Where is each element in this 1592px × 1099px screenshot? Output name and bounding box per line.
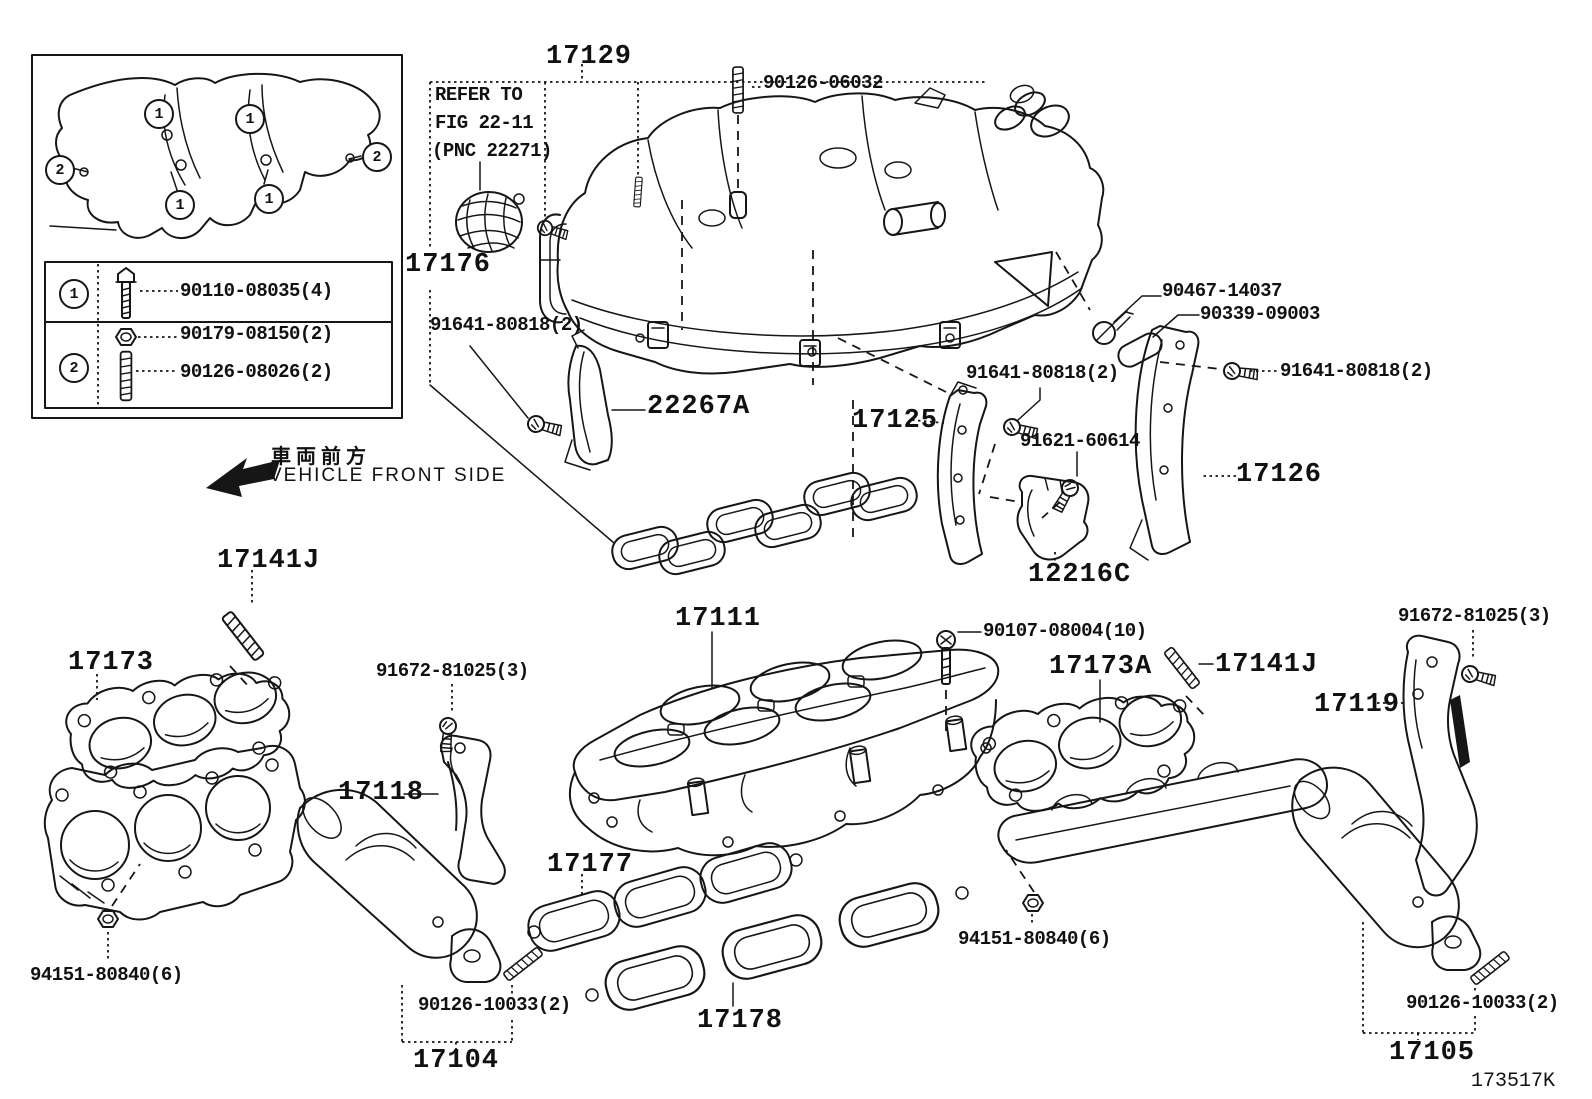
- strut-17126-drawing: [1129, 325, 1200, 561]
- part-label-17176: 17176: [405, 250, 492, 280]
- part-label-17126: 17126: [1236, 460, 1323, 490]
- part-label-90126-10033-right: 90126-10033(2): [1406, 992, 1559, 1014]
- part-label-94151-left: 94151-80840(6): [30, 964, 183, 986]
- part-label-90107: 90107-08004(10): [983, 620, 1147, 642]
- small-stud-icon: [633, 176, 643, 208]
- part-label-91641-mid: 91641-80818(2): [966, 362, 1119, 384]
- part-label-91641-left: 91641-80818(2): [430, 314, 583, 336]
- flange-bolt-icon: [115, 267, 137, 319]
- nut-94151-left-icon: [97, 910, 119, 928]
- part-label-17118: 17118: [338, 778, 425, 808]
- stud-17141J-left-icon: [220, 610, 266, 662]
- bracket-17118-drawing: [440, 734, 506, 885]
- insulator-12216C-drawing: [1016, 474, 1090, 561]
- part-label-17173: 17173: [68, 648, 155, 678]
- exhaust-manifold-17105-drawing: [997, 758, 1482, 971]
- bolt-90107-icon: [936, 630, 956, 735]
- screw-90467-icon: [1092, 310, 1134, 345]
- nut-94151-right-icon: [1022, 894, 1044, 912]
- legend-part-90126-08026: 90126-08026(2): [180, 361, 333, 383]
- stud-90126-10033-right-icon: [1469, 950, 1511, 986]
- part-label-91672-left: 91672-81025(3): [376, 660, 529, 682]
- stud-90126-06032-icon: [732, 66, 744, 114]
- part-label-17119: 17119: [1314, 690, 1401, 720]
- legend-part-90110: 90110-08035(4): [180, 280, 333, 302]
- plug-cap-icon: [729, 191, 747, 219]
- grommet-22271: [455, 161, 525, 253]
- note-line-2: FIG 22-11: [435, 112, 534, 134]
- part-label-94151-right: 94151-80840(6): [958, 928, 1111, 950]
- bolt-91641-left-icon: [525, 413, 565, 440]
- nut-icon: [115, 328, 137, 346]
- callout-1: 1: [165, 190, 195, 220]
- callout-1: 1: [144, 99, 174, 129]
- part-label-22267A: 22267A: [647, 392, 751, 422]
- part-label-17104: 17104: [413, 1046, 500, 1076]
- stud-17141J-right-icon: [1163, 645, 1201, 691]
- part-label-17129: 17129: [546, 42, 633, 72]
- part-label-90467: 90467-14037: [1162, 280, 1282, 302]
- part-label-90126-06032: 90126-06032: [763, 72, 883, 94]
- gasket-17178-drawing: [585, 877, 969, 1016]
- front-side-label-jp: 車両前方: [271, 444, 371, 468]
- cushion-90339-icon: [1117, 332, 1163, 368]
- callout-1: 1: [235, 104, 265, 134]
- bracket-17119-drawing: [1402, 634, 1478, 897]
- callout-2: 2: [362, 142, 392, 172]
- surge-tank-group-lines: [429, 64, 985, 544]
- part-label-17177: 17177: [547, 850, 634, 880]
- legend-callout-1: 1: [59, 279, 89, 309]
- bracket-lines-17104: [401, 985, 513, 1050]
- part-label-90126-10033-left: 90126-10033(2): [418, 994, 571, 1016]
- inset-manifold-sketch: [49, 72, 381, 239]
- gasket-17177-drawing: [522, 837, 803, 957]
- inset-box: [31, 54, 403, 419]
- gasket-17173A-drawing: [964, 672, 1206, 832]
- part-label-17105: 17105: [1389, 1038, 1476, 1068]
- part-label-91621: 91621-60614: [1020, 430, 1140, 452]
- bolt-91641-right-icon: [1221, 360, 1260, 384]
- note-line-1: REFER TO: [435, 84, 523, 106]
- part-label-91672-right: 91672-81025(3): [1398, 605, 1551, 627]
- intake-manifold-17111-drawing: [568, 639, 1000, 857]
- part-label-17141J-right: 17141J: [1215, 650, 1319, 680]
- front-side-arrow-icon: [206, 458, 280, 497]
- callout-2: 2: [45, 155, 75, 185]
- part-label-17111: 17111: [675, 604, 762, 634]
- gasket-17176-drawing: [607, 468, 922, 579]
- bracket-lines-17105: [1362, 922, 1476, 1040]
- bracket-22267A-drawing: [564, 329, 613, 471]
- surge-tank-drawing: [539, 84, 1105, 375]
- front-side-label-en: VEHICLE FRONT SIDE: [269, 465, 507, 486]
- legend-part-90179: 90179-08150(2): [180, 323, 333, 345]
- part-label-90339: 90339-09003: [1200, 303, 1320, 325]
- figure-code: 173517K: [1471, 1070, 1556, 1093]
- exhaust-manifold-17104-drawing: [43, 745, 502, 983]
- part-label-12216C: 12216C: [1028, 560, 1132, 590]
- part-label-17173A: 17173A: [1049, 652, 1153, 682]
- bolt-91672-right-icon: [1459, 663, 1499, 690]
- callout-1: 1: [254, 184, 284, 214]
- bracket-17125-drawing: [936, 381, 988, 565]
- note-line-3: (PNC 22271): [432, 140, 552, 162]
- part-label-91641-right: 91641-80818(2): [1280, 360, 1433, 382]
- part-label-17178: 17178: [697, 1006, 784, 1036]
- part-label-17141J-left: 17141J: [217, 546, 321, 576]
- part-label-17125: 17125: [852, 406, 939, 436]
- legend-icons: [115, 267, 178, 402]
- stud-90126-10033-left-icon: [502, 946, 544, 982]
- legend-callout-2: 2: [59, 353, 89, 383]
- stud-icon: [119, 350, 133, 402]
